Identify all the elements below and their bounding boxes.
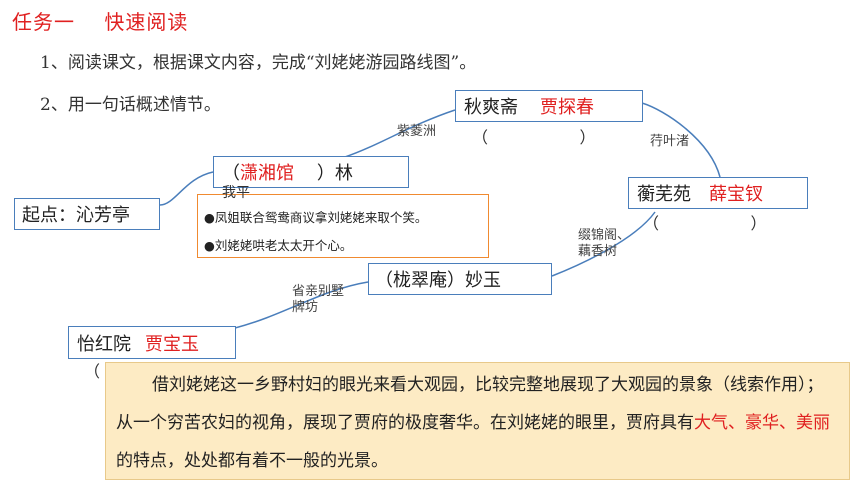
page-title: 任务一 快速阅读 [12, 10, 189, 34]
curve-xiaoxiang-qiushuang [344, 109, 456, 158]
summary-part-1: 借刘姥姥这一乡野村妇的眼光来看大观园，比较完整地展现了大观园的景象（线索作用）；… [116, 375, 824, 433]
node-longcui: （栊翠庵）妙玉 [368, 263, 552, 295]
node-xiaoxiang-open: （ [222, 163, 240, 184]
edge-zhuijin-line1: 缀锦阁、 [578, 228, 631, 243]
node-hengwu: 蘅芜苑 薛宝钗 [628, 177, 808, 209]
instruction-2: 2、用一句话概述情节。 [40, 95, 221, 115]
instruction-1: 1、阅读课文，根据课文内容，完成“刘姥姥游园路线图”。 [40, 53, 477, 73]
node-qiushuang: 秋爽斋 贾探春 [455, 90, 643, 122]
edge-shengqin-line1: 省亲别墅 [292, 284, 345, 299]
node-xiaoxiang-close: ）林 [294, 163, 353, 184]
curve-start-xiaoxiang [159, 171, 214, 206]
node-hengwu-place: 蘅芜苑 [637, 184, 691, 205]
summary-highlight: 大气、豪华、美丽 [694, 413, 830, 433]
node-yihong-place: 怡红院 [77, 333, 131, 355]
curve-qiushuang-hengwu [641, 102, 721, 178]
node-hengwu-person: 薛宝钗 [709, 184, 763, 205]
curve-hengwu-longcui [551, 211, 656, 277]
plot-overlap-text: 我平 [222, 185, 250, 201]
node-xiaoxiang: （ 潇湘馆 ）林 [213, 156, 409, 188]
plot-line-1: ●凤姐联合鸳鸯商议拿刘姥姥来取个笑。 [204, 210, 428, 225]
node-yihong: 怡红院 贾宝玉 [68, 326, 236, 359]
node-qiushuang-person: 贾探春 [540, 97, 594, 118]
blank-yihong: （ [84, 362, 101, 381]
summary-part-2: 的特点，处处都有着不一般的光景。 [116, 451, 388, 471]
node-start: 起点：沁芳亭 [14, 198, 160, 230]
edge-shengqin-line2: 牌坊 [292, 300, 319, 315]
edge-ouxiang: 荇叶渚 [650, 134, 690, 149]
node-longcui-label: （栊翠庵）妙玉 [375, 270, 501, 291]
node-yihong-person: 贾宝玉 [145, 333, 199, 355]
node-start-label: 起点：沁芳亭 [22, 205, 130, 226]
edge-zhuijin-line2: 藕香树 [578, 244, 618, 259]
edge-zilingzhou: 紫菱洲 [397, 124, 437, 139]
plot-summary-box: 我平 ●凤姐联合鸳鸯商议拿刘姥姥来取个笑。 ●刘姥姥哄老太太开个心。 [197, 185, 489, 258]
summary-paragraph: 借刘姥姥这一乡野村妇的眼光来看大观园，比较完整地展现了大观园的景象（线索作用）；… [105, 362, 850, 480]
node-xiaoxiang-place: 潇湘馆 [240, 163, 294, 184]
blank-hengwu: （ ） [643, 214, 767, 233]
plot-line-2: ●刘姥姥哄老太太开个心。 [204, 238, 353, 253]
node-qiushuang-place: 秋爽斋 [464, 97, 518, 118]
edge-zhuijin: 缀锦阁、 藕香树 [578, 228, 630, 260]
curve-longcui-yihong [234, 281, 369, 329]
blank-qiushuang: （ ） [472, 128, 596, 147]
edge-shengqin: 省亲别墅 牌坊 [292, 284, 344, 316]
